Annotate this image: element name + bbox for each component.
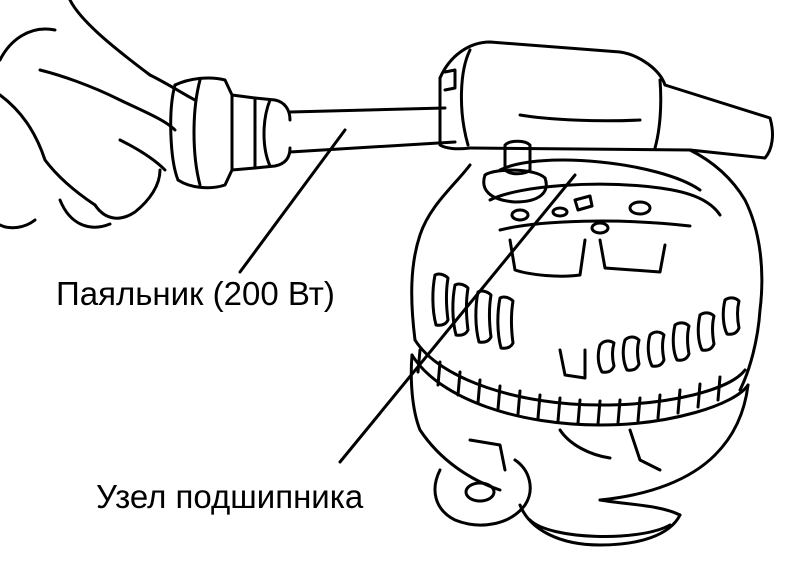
soldering-iron-label: Паяльник (200 Вт) [56, 275, 335, 312]
hand-drawing [0, 0, 197, 230]
leader-line-bearing [338, 173, 577, 464]
alternator-drawing [409, 139, 764, 547]
soldering-iron-drawing [169, 40, 774, 190]
bearing-assembly-label: Узел подшипника [96, 478, 364, 515]
leader-line-soldering-iron [238, 128, 347, 274]
